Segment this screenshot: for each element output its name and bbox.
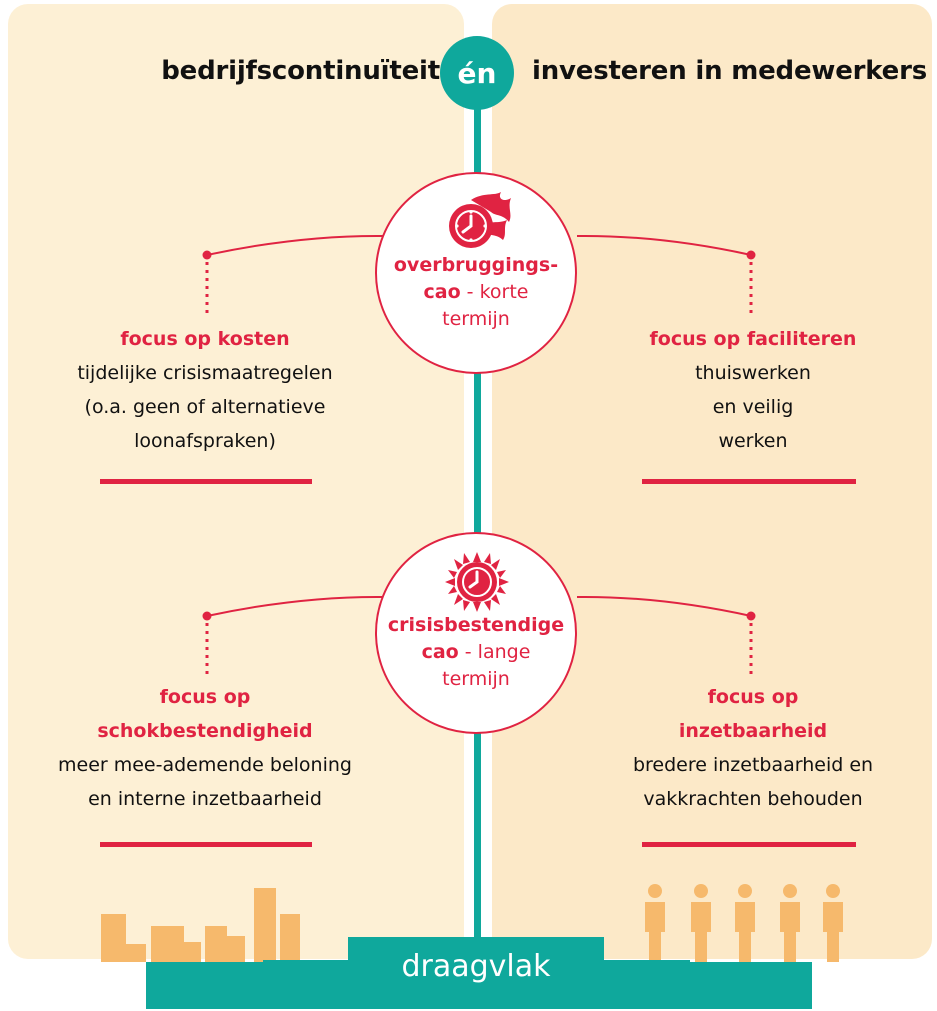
draagvlak-label: draagvlak — [401, 949, 551, 984]
node-title-cont: cao — [421, 641, 459, 663]
header-right: investeren in medewerkers — [532, 56, 928, 86]
node-term: - korte — [460, 281, 529, 303]
focus-title-cont: schokbestendigheid — [97, 720, 313, 742]
person-icon — [645, 884, 665, 962]
building-icon — [205, 926, 227, 962]
base-platform — [146, 962, 812, 1009]
base-platform — [348, 937, 604, 961]
focus-title-cont: inzetbaarheid — [678, 720, 828, 742]
divider-bar — [100, 842, 312, 847]
focus-line: tijdelijke crisismaatregelen — [77, 362, 333, 384]
node-overbruggingscao: overbruggings- cao - korte termijn — [375, 172, 577, 374]
header-center-badge: én — [440, 36, 514, 110]
fire-clock-icon — [449, 192, 511, 248]
focus-line: en veilig — [712, 396, 794, 418]
building-icon — [280, 914, 300, 962]
branch-top-left — [206, 234, 386, 256]
divider-bar — [100, 479, 312, 484]
node-title: overbruggings- — [393, 254, 559, 276]
branch-bottom-left — [206, 595, 386, 617]
header-left: bedrijfscontinuïteit — [161, 56, 440, 86]
building-icon — [151, 926, 184, 962]
focus-line: werken — [718, 430, 788, 452]
node-term: - lange — [458, 641, 531, 663]
person-icon — [780, 884, 800, 962]
branch-top-right — [576, 234, 752, 256]
branch-dot — [746, 611, 756, 621]
focus-title: focus op kosten — [120, 328, 290, 350]
focus-title: focus op faciliteren — [649, 328, 857, 350]
branch-dot — [746, 250, 756, 260]
node-term-cont: termijn — [442, 308, 510, 330]
building-icon — [101, 914, 126, 962]
person-icon — [735, 884, 755, 962]
focus-block-faciliteren: focus op faciliteren thuiswerken en veil… — [598, 322, 908, 458]
building-icon — [126, 944, 146, 962]
focus-line: (o.a. geen of alternatieve — [84, 396, 326, 418]
node-crisisbestendige-cao: crisisbestendige cao - lange termijn — [375, 532, 577, 734]
branch-dot — [202, 611, 212, 621]
sun-clock-icon — [445, 552, 509, 612]
focus-block-inzetbaarheid: focus op inzetbaarheid bredere inzetbaar… — [598, 680, 908, 816]
focus-block-kosten: focus op kosten tijdelijke crisismaatreg… — [30, 322, 380, 458]
building-icon — [227, 936, 245, 962]
focus-title: focus op — [159, 686, 251, 708]
node-title-cont: cao — [423, 281, 461, 303]
building-icon — [254, 888, 276, 962]
focus-block-schokbestendigheid: focus op schokbestendigheid meer mee-ade… — [30, 680, 380, 816]
focus-line: meer mee-ademende beloning — [58, 754, 352, 776]
branch-dot — [202, 250, 212, 260]
focus-line: vakkrachten behouden — [643, 788, 863, 810]
person-icon — [823, 884, 843, 962]
divider-bar — [642, 479, 856, 484]
focus-title: focus op — [707, 686, 799, 708]
node-title: crisisbestendige — [387, 614, 565, 636]
focus-line: bredere inzetbaarheid en — [632, 754, 874, 776]
central-trunk — [474, 100, 481, 950]
node-label: overbruggings- cao - korte termijn — [387, 252, 565, 333]
building-icon — [184, 942, 201, 962]
focus-line: loonafspraken) — [134, 430, 276, 452]
node-label: crisisbestendige cao - lange termijn — [387, 612, 565, 693]
divider-bar — [642, 842, 856, 847]
node-term-cont: termijn — [442, 668, 510, 690]
person-icon — [691, 884, 711, 962]
focus-line: thuiswerken — [695, 362, 811, 384]
branch-bottom-right — [576, 595, 752, 617]
focus-line: en interne inzetbaarheid — [88, 788, 322, 810]
